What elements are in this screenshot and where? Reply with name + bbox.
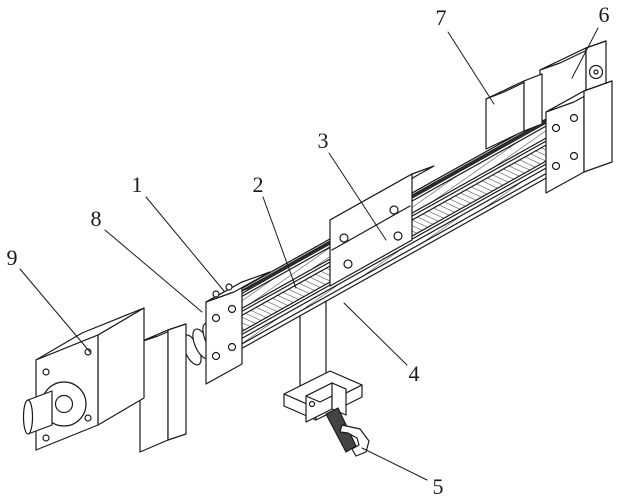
motor-flange: [139, 323, 187, 453]
screw-hole: [389, 205, 399, 215]
screw-hole: [551, 123, 561, 133]
ref-label-2: 2: [253, 172, 264, 197]
flange-side: [167, 323, 187, 441]
sensor-block-side: [523, 73, 543, 132]
carriage-front-face: [329, 173, 413, 287]
screw-hole: [393, 231, 403, 241]
end-assembly: [485, 40, 613, 194]
motor-boss-end: [22, 399, 34, 435]
leader-line-2: [262, 196, 297, 289]
ref-label-5: 5: [433, 474, 444, 499]
ref-label-6: 6: [599, 2, 610, 27]
ref-label-8: 8: [91, 206, 102, 231]
screw-hole: [569, 151, 579, 161]
clamp-bolt: [308, 400, 316, 408]
bolt-head: [212, 290, 220, 298]
leader-line-6: [571, 27, 599, 79]
screw-hole: [227, 304, 237, 314]
end-cap-side: [583, 80, 613, 173]
screw-hole: [227, 342, 237, 352]
leader-line-4: [343, 302, 408, 366]
ref-label-4: 4: [409, 361, 420, 386]
leader-line-8: [104, 229, 203, 313]
screw-hole: [42, 368, 50, 376]
screw-hole: [211, 351, 221, 361]
leader-lines: [19, 27, 599, 481]
stepper-motor: [22, 307, 145, 451]
leader-line-5: [361, 447, 428, 481]
sensor-block: [485, 73, 543, 150]
slider-carriage: [329, 165, 435, 287]
clamp-body-side: [331, 382, 347, 416]
cyl-end-tip: [593, 69, 599, 75]
screw-hole: [343, 259, 353, 269]
screw-hole: [42, 434, 50, 442]
motor-shaft-end: [54, 394, 74, 414]
bearing-end-block: [205, 271, 271, 385]
screw-hole: [569, 113, 579, 123]
leader-line-9: [19, 268, 91, 353]
rear-end-cap: [545, 80, 613, 194]
screw-hole: [551, 161, 561, 171]
bolt-head: [225, 283, 233, 291]
ref-label-1: 1: [132, 172, 143, 197]
screw-hole: [339, 233, 349, 243]
screw-hole: [84, 414, 92, 422]
leader-line-7: [447, 31, 495, 105]
leader-line-1: [145, 196, 225, 292]
reference-labels: 1 2 3 4 5 6 7 8 9: [7, 2, 610, 499]
leader-line-3: [328, 152, 387, 241]
ref-label-7: 7: [436, 5, 447, 30]
ref-label-9: 9: [7, 245, 18, 270]
ref-label-3: 3: [318, 128, 329, 153]
screw-hole: [211, 313, 221, 323]
